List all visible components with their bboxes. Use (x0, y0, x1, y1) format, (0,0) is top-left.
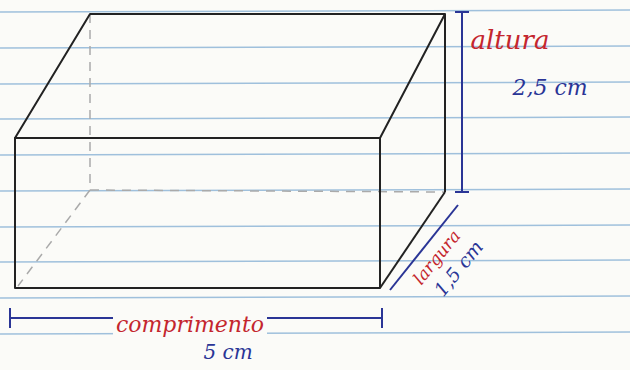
notebook-lines (0, 10, 630, 334)
hidden-edge (90, 190, 445, 192)
ruled-line (0, 296, 630, 298)
dimension-name: comprimento (113, 313, 267, 337)
dimension-value: 5 cm (200, 341, 255, 363)
dimension-tick (381, 308, 383, 328)
prism-edges (15, 14, 445, 288)
ruled-line (0, 332, 630, 334)
top-face (15, 14, 445, 138)
dimension-tick (455, 191, 469, 193)
height-dimension-line (461, 12, 463, 192)
dimension-tick (9, 308, 11, 328)
front-face (15, 138, 380, 288)
ruled-line (0, 10, 630, 12)
ruled-line (0, 260, 630, 262)
dimension-lines (10, 12, 469, 328)
ruled-line (0, 153, 630, 155)
dimension-value: 2,5 cm (509, 76, 590, 100)
back-edge (444, 14, 446, 192)
dimension-name: altura (468, 26, 553, 55)
ruled-line (0, 225, 630, 227)
dimension-tick (455, 11, 469, 13)
ruled-line (0, 117, 630, 119)
ruled-line (0, 189, 630, 191)
hidden-edge (18, 190, 90, 286)
hidden-edge (89, 14, 91, 190)
